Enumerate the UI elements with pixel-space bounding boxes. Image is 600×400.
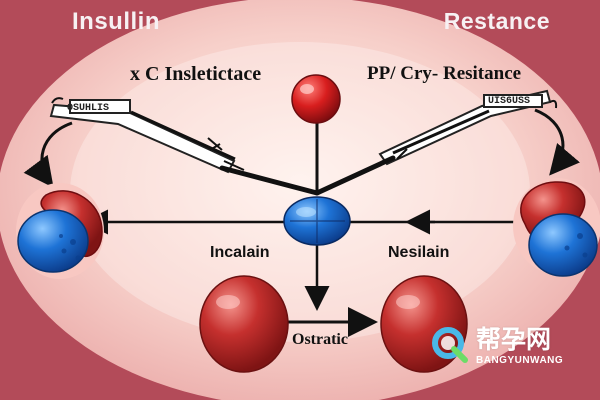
connector-right-diagonal (314, 155, 396, 196)
bottom-left-red-cell (199, 275, 289, 373)
right-blue-dot-1 (577, 233, 583, 239)
right-syringe-label: UIS6USS (488, 96, 531, 107)
title-right: Restance (443, 8, 550, 34)
right-blue-dot-3 (582, 252, 588, 258)
left-blue-cell (17, 209, 89, 273)
center-blue-cell-lines (290, 199, 345, 243)
inner-glow (70, 42, 530, 342)
watermark-q-icon (432, 327, 468, 363)
right-blue-cell (528, 213, 598, 277)
center-left-label: Incalain (210, 244, 270, 261)
left-syringe (49, 97, 245, 174)
right-syringe (378, 89, 558, 166)
watermark-english-text: BANGYUNWANG (476, 355, 564, 366)
top-red-cell (291, 74, 341, 124)
left-blue-dot-2 (61, 248, 67, 254)
subtitle-left: x C Insletictace (130, 63, 262, 85)
top-red-highlight (300, 84, 314, 94)
left-blue-dot-1 (70, 239, 76, 245)
center-blue-highlight (296, 207, 316, 217)
right-blue-dot-2 (564, 245, 570, 251)
watermark: 帮孕网 BANGYUNWANG (432, 320, 582, 380)
bottom-right-red-highlight (396, 295, 420, 309)
title-left: Insullin (72, 8, 160, 35)
bottom-label: Ostratic (292, 331, 348, 348)
bottom-left-red-highlight (216, 295, 240, 309)
left-blue-dot-4 (59, 234, 63, 238)
connector-left-diagonal (219, 165, 320, 196)
left-curved-arrow (23, 121, 73, 188)
center-right-label: Nesilain (388, 244, 450, 261)
watermark-chinese-text: 帮孕网 (476, 325, 552, 354)
left-blue-dot-3 (75, 255, 81, 261)
left-syringe-label: OSUHLIS (67, 103, 110, 114)
subtitle-right: PP/ Cry- Resitance (367, 63, 522, 84)
right-curved-arrow (534, 108, 580, 176)
